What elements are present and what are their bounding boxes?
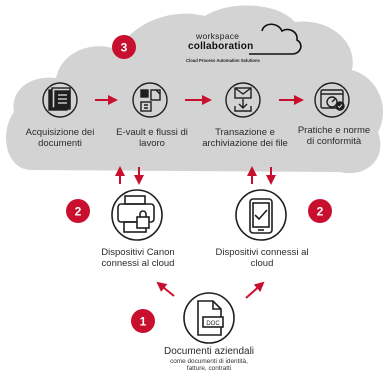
device-label-line: Dispositivi Canon — [101, 247, 175, 258]
device-label-line: cloud — [250, 258, 274, 269]
step-label-line: archiviazione dei file — [202, 138, 288, 149]
source-label: Documenti aziendali — [163, 346, 255, 357]
step-label-line: E-vault e flussi di — [116, 127, 188, 138]
source-sub-line: come documenti di identità, — [170, 358, 248, 365]
step-transazione-label: Transazione e archiviazione dei file — [190, 127, 300, 149]
badge-step-3 — [112, 35, 136, 59]
device-label-line: Dispositivi connessi al — [215, 247, 309, 258]
step-label-line: Transazione e — [215, 127, 275, 138]
step-label-line: Pratiche e norme — [297, 125, 371, 136]
badge-mobile-2 — [308, 199, 332, 223]
step-evault-icon — [132, 82, 168, 118]
device-label-line: connessi al cloud — [101, 258, 175, 269]
brand-line1: workspace — [196, 31, 240, 41]
step-label-line: di conformità — [306, 136, 362, 147]
step-pratiche-label: Pratiche e norme di conformità — [288, 125, 380, 147]
step-pratiche-icon — [314, 82, 350, 118]
cloud-shape — [6, 5, 383, 174]
badge-source-1 — [131, 309, 155, 333]
svg-text:DOC: DOC — [206, 321, 220, 327]
badge-label: 3 — [121, 41, 128, 55]
printer-lock-icon — [111, 189, 163, 241]
sync-arrows — [115, 166, 276, 185]
step-evault-label: E-vault e flussi di lavoro — [100, 127, 204, 149]
step-acquisizione-icon — [42, 82, 78, 118]
step-label-line: documenti — [38, 138, 82, 149]
doc-file-icon: DOC — [183, 292, 235, 344]
device-mobile-label: Dispositivi connessi al cloud — [204, 247, 320, 269]
brand-cloud-icon — [249, 23, 302, 55]
phone-check-icon — [235, 189, 287, 241]
source-sublabel: come documenti di identità, fatture, con… — [150, 358, 268, 372]
badge-canon-2 — [66, 199, 90, 223]
badge-label: 2 — [317, 205, 324, 219]
step-label-line: Acquisizione dei — [25, 127, 95, 138]
source-sub-line: fatture, contratti — [186, 365, 232, 373]
brand-line2: collaboration — [188, 41, 254, 52]
badge-label: 1 — [140, 315, 147, 329]
brand-tagline: Cloud Process Automation Solutions — [186, 58, 260, 63]
source-arrows — [156, 281, 265, 299]
step-label-line: lavoro — [139, 138, 165, 149]
step-transazione-icon — [225, 82, 261, 118]
step-acquisizione-label: Acquisizione dei documenti — [6, 127, 114, 149]
device-canon-label: Dispositivi Canon connessi al cloud — [86, 247, 190, 269]
badge-label: 2 — [75, 205, 82, 219]
